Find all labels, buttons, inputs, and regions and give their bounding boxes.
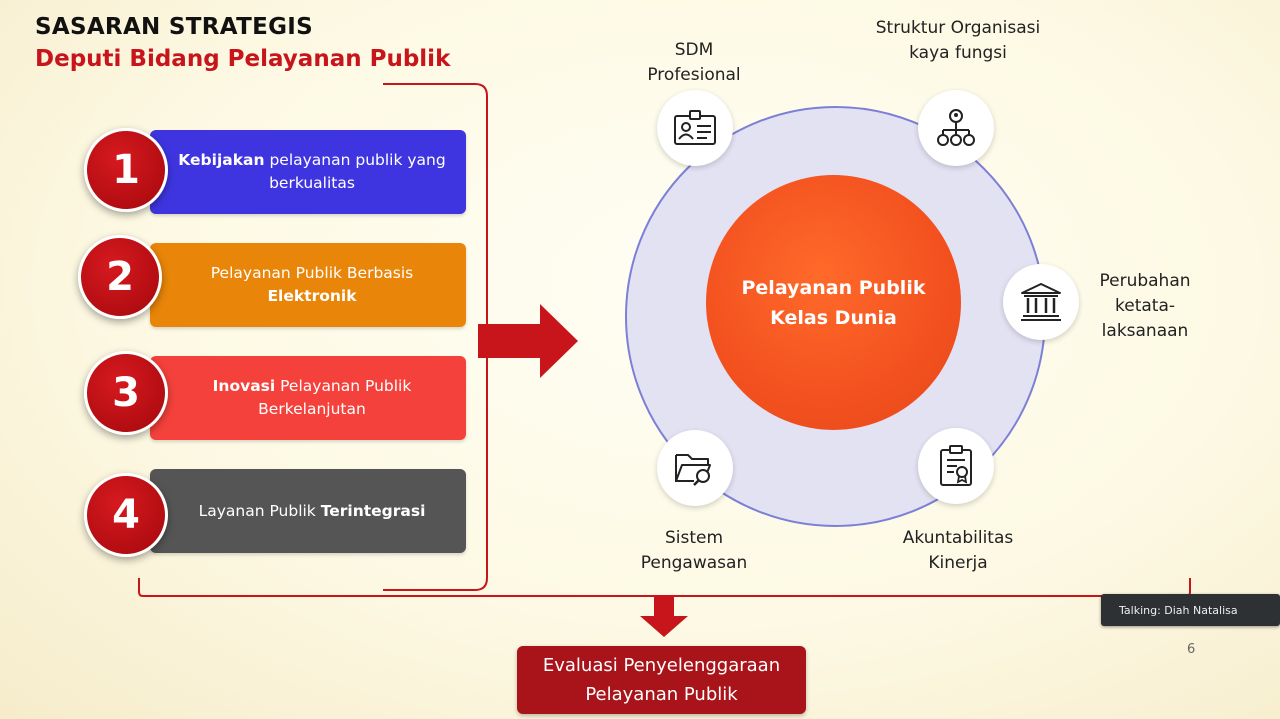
- number-badge-4: 4: [84, 473, 168, 557]
- slide-title: SASARAN STRATEGIS: [35, 14, 313, 40]
- node-sdm: [657, 90, 733, 166]
- strategy-item-2-text: Pelayanan Publik Berbasis Elektronik: [210, 264, 414, 305]
- number-badge-2: 2: [78, 235, 162, 319]
- node-sistem: [657, 430, 733, 506]
- arrow-down-icon: [640, 596, 688, 637]
- slide-subtitle: Deputi Bidang Pelayanan Publik: [35, 46, 451, 72]
- folder-search-icon: [675, 454, 711, 486]
- strategy-item-1-text: Kebijakan pelayanan publik yang berkuali…: [178, 151, 446, 192]
- evaluation-line-1: Evaluasi Penyelenggaraan: [542, 655, 781, 676]
- id-card-icon: [674, 110, 716, 145]
- number-badge-1: 1: [84, 128, 168, 212]
- strategy-item-3: Inovasi Pelayanan Publik Berkelanjutan: [150, 356, 466, 440]
- strategy-item-4: Layanan Publik Terintegrasi: [150, 469, 466, 553]
- government-building-icon: [1021, 283, 1061, 321]
- node-akuntabilitas: [918, 428, 994, 504]
- strategy-item-4-text: Layanan Publik Terintegrasi: [198, 501, 426, 520]
- evaluation-box: Evaluasi Penyelenggaraan Pelayanan Publi…: [517, 646, 806, 714]
- core-label-line-1: Pelayanan Publik: [741, 276, 926, 299]
- core-circle: Pelayanan Publik Kelas Dunia: [706, 175, 961, 430]
- org-structure-icon: [937, 109, 975, 146]
- strategy-item-3-text: Inovasi Pelayanan Publik Berkelanjutan: [212, 377, 412, 418]
- strategy-item-2: Pelayanan Publik Berbasis Elektronik: [150, 243, 466, 327]
- node-struktur: [918, 90, 994, 166]
- arrow-right-icon: [478, 304, 578, 378]
- number-badge-3: 3: [84, 351, 168, 435]
- evaluation-line-2: Pelayanan Publik: [585, 684, 738, 705]
- talking-indicator: Talking: Diah Natalisa: [1101, 594, 1280, 626]
- node-perubahan: [1003, 264, 1079, 340]
- certificate-clipboard-icon: [940, 445, 972, 486]
- page-number: 6: [1187, 642, 1196, 657]
- core-label-line-2: Kelas Dunia: [770, 306, 897, 329]
- strategy-item-1: Kebijakan pelayanan publik yang berkuali…: [150, 130, 466, 214]
